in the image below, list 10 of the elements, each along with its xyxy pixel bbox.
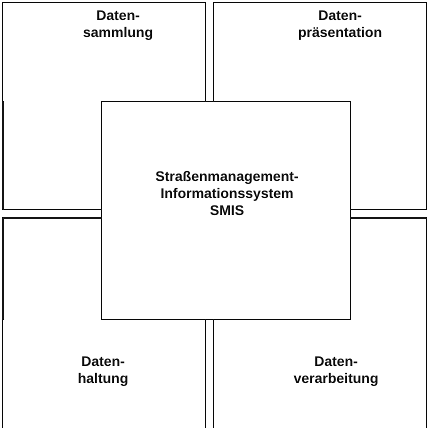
quadrant-label: Daten- verarbeitung	[292, 353, 380, 387]
quadrant-label: Daten- präsentation	[296, 7, 383, 41]
center-box	[101, 101, 351, 320]
quadrant-box	[2, 320, 206, 428]
quadrant-label: Daten- sammlung	[82, 7, 154, 41]
system-title: Straßenmanagement- Informationssystem SMIS	[154, 168, 300, 219]
quadrant-box	[213, 320, 427, 428]
quadrant-box	[2, 2, 206, 101]
quadrant-box	[213, 2, 427, 101]
quadrant-label: Daten- haltung	[76, 353, 130, 387]
